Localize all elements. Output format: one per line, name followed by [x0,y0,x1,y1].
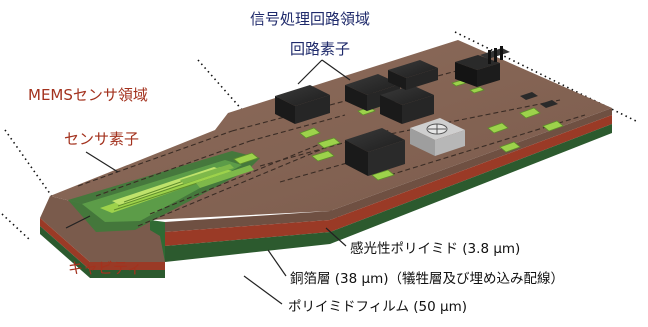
mems-region-label: MEMSセンサ領域 [28,86,148,104]
component-icon [520,92,558,108]
chip-icon [345,128,405,176]
sensor-element-label: センサ素子 [64,130,140,148]
pointer-lines [65,59,351,305]
polyimide-layer-front [330,108,612,220]
sensor-electrode-b [196,165,254,188]
connector-icon [455,55,500,87]
polyimide-layer-label: 感光性ポリイミド (3.8 μm) [350,241,521,257]
circuit-elements [275,46,558,176]
mems-front-copper [40,218,90,270]
cavity-label: キャビティ [68,259,143,277]
mems-bottom-film [90,270,165,278]
chip-icon [275,85,330,124]
circuit-elements-label: 回路素子 [290,40,351,58]
mems-front-film [40,226,90,278]
sensor-electrode-a [180,164,234,184]
substrate [40,40,612,278]
mems-bottom-front [90,262,165,270]
sensor-element [100,164,254,213]
copper-layer-left [165,220,330,246]
polyimide-film-label: ポリイミドフィルム (50 μm) [288,299,467,315]
signal-region-label: 信号処理回路領域 [250,10,371,28]
sensor-chip-icon [410,118,465,156]
copper-layer-label: 銅箔層 (38 μm)（犠牲層及び埋め込み配線） [290,271,565,287]
connector-icon [480,46,510,64]
polyimide-layer-left [165,211,330,232]
copper-layer-front [330,115,612,232]
film-layer-front [330,124,612,244]
chip-icon [388,60,438,90]
film-layer-left [165,232,330,262]
chip-icon [380,85,434,124]
